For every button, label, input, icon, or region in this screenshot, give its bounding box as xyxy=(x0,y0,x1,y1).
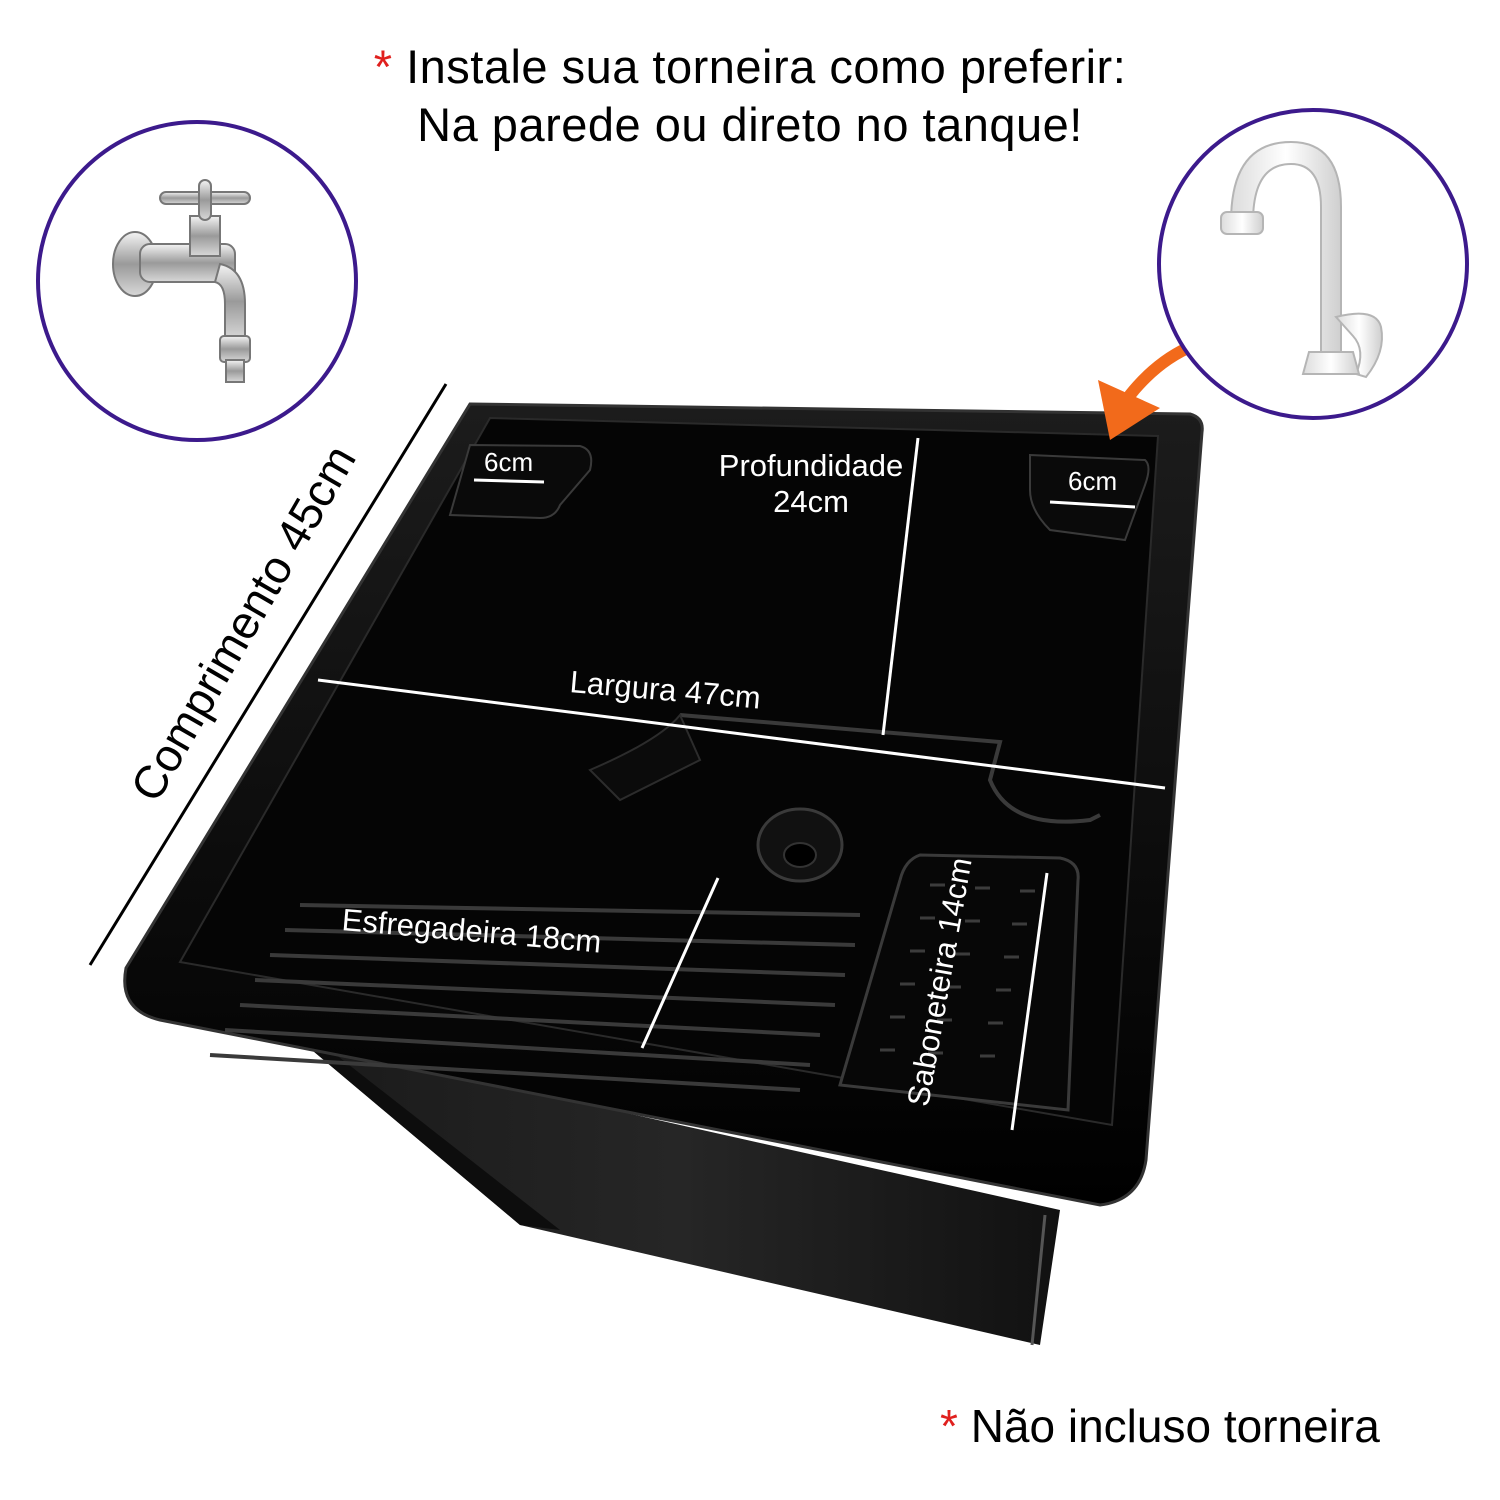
comprimento-label-wrapper: Comprimento 45cm xyxy=(120,436,366,810)
soap-dish xyxy=(838,853,1080,1112)
header-line-1-text: Instale sua torneira como preferir: xyxy=(406,40,1127,93)
saboneteira-dim-line xyxy=(1010,872,1049,1131)
header-asterisk: * xyxy=(373,40,393,93)
profundidade-label-text: Profundidade xyxy=(718,448,904,483)
soap-right-label: 6cm xyxy=(1068,466,1118,496)
footer-note-text: Não incluso torneira xyxy=(970,1400,1380,1452)
countertop-faucet-circle xyxy=(1157,108,1469,420)
header-line-1: * Instale sua torneira como preferir: xyxy=(0,38,1500,96)
wall-faucet-icon xyxy=(112,179,251,383)
esfregadeira-dim-line xyxy=(640,877,720,1049)
footer-note: * Não incluso torneira xyxy=(940,1398,1380,1454)
footer-asterisk: * xyxy=(940,1400,958,1452)
right-soap-pocket xyxy=(1029,453,1150,542)
cabinet-body xyxy=(300,1040,1060,1346)
header-instruction: * Instale sua torneira como preferir: Na… xyxy=(0,38,1500,154)
header-line-2: Na parede ou direto no tanque! xyxy=(417,98,1083,151)
divider-ridge xyxy=(679,713,1101,824)
soap-right-dim-line xyxy=(1049,500,1136,509)
largura-dim-line xyxy=(317,678,1166,790)
soap-dish-drain-slots xyxy=(880,883,1035,1058)
drain xyxy=(756,807,844,883)
profundidade-label: Profundidade 24cm xyxy=(706,448,916,520)
bowl-edge xyxy=(588,713,702,802)
comprimento-dim-line xyxy=(88,383,448,966)
measurement-lines xyxy=(317,437,1166,1131)
washboard xyxy=(209,903,861,1092)
profundidade-value-text: 24cm xyxy=(773,484,849,519)
soap-left-label: 6cm xyxy=(484,447,534,477)
soap-left-dim-line xyxy=(473,478,545,484)
countertop-faucet-icon xyxy=(1220,140,1383,379)
wall-faucet-circle xyxy=(36,120,358,442)
profundidade-dim-line xyxy=(881,437,920,736)
